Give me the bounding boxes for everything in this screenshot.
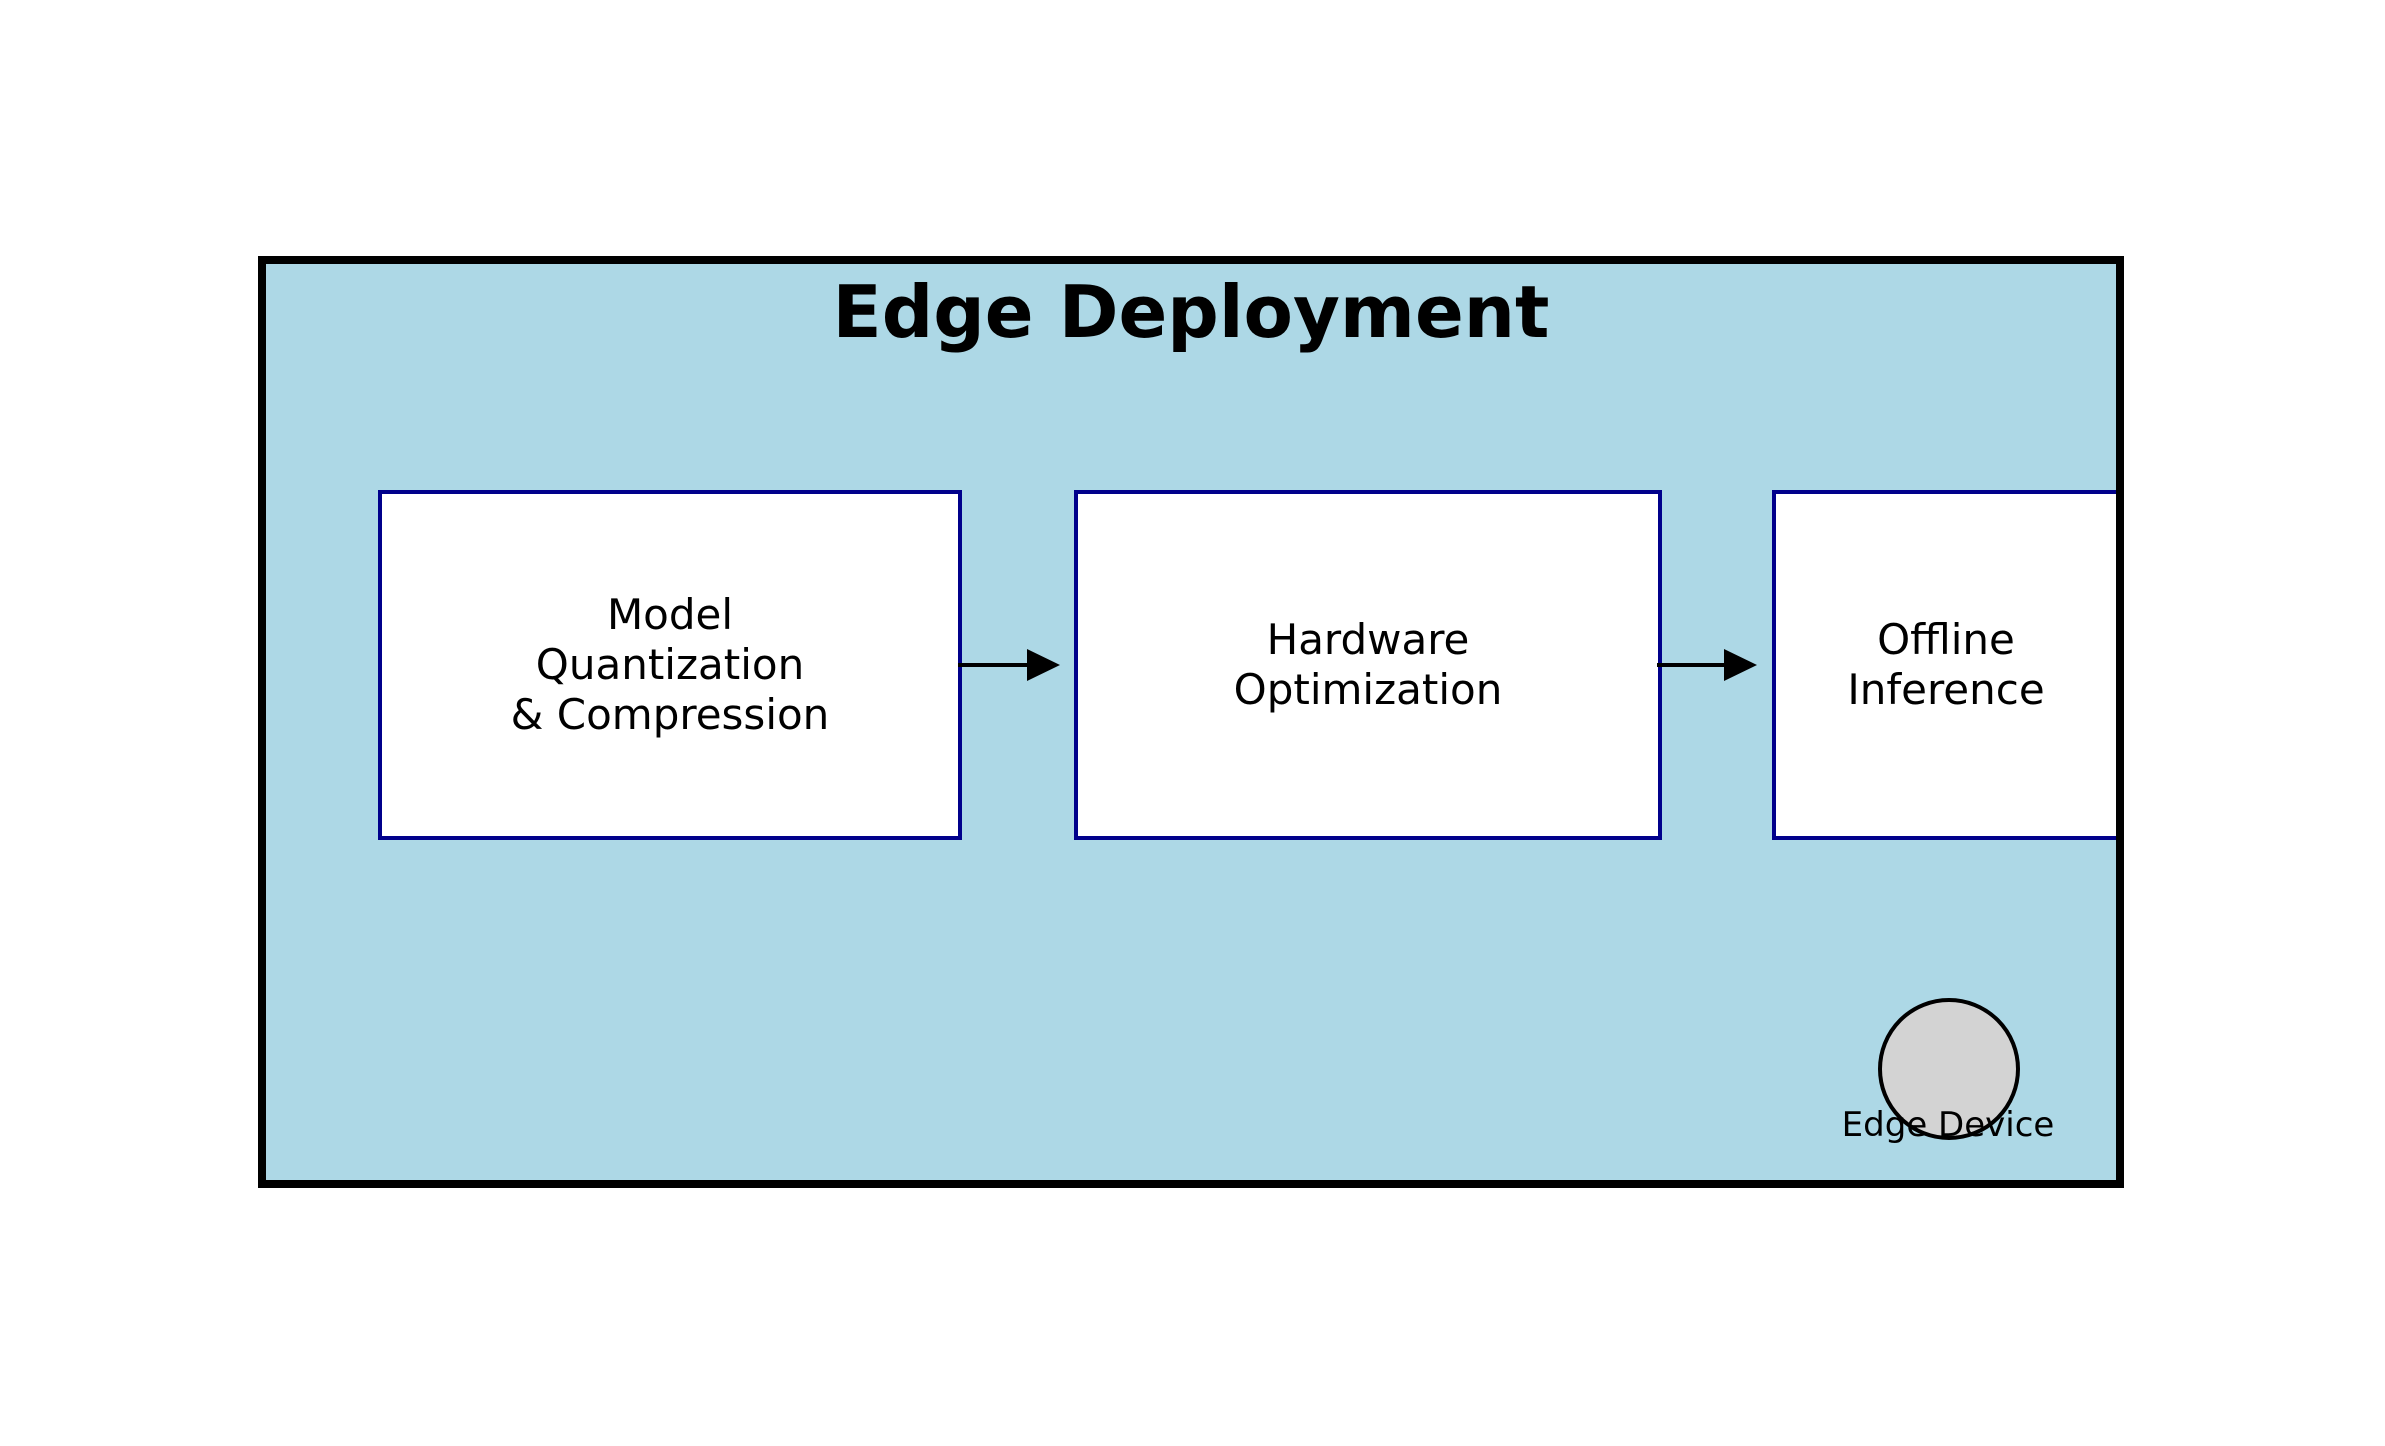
flow-arrow-1 [958,649,1060,681]
diagram-title: Edge Deployment [832,269,1550,354]
node-label: Hardware Optimization [1233,615,1503,714]
node-label: Offline Inference [1847,615,2045,714]
node-model-quantization-compression: Model Quantization & Compression [378,490,962,840]
flow-arrow-2 [1657,649,1757,681]
node-hardware-optimization: Hardware Optimization [1074,490,1662,840]
edge-device-circle [1878,998,2020,1140]
node-offline-inference: Offline Inference [1772,490,2116,840]
node-label: Model Quantization & Compression [510,590,830,739]
edge-deployment-container: Edge Deployment Model Quantization & Com… [258,256,2124,1188]
edge-device-label: Edge Device [1841,1105,2055,1145]
